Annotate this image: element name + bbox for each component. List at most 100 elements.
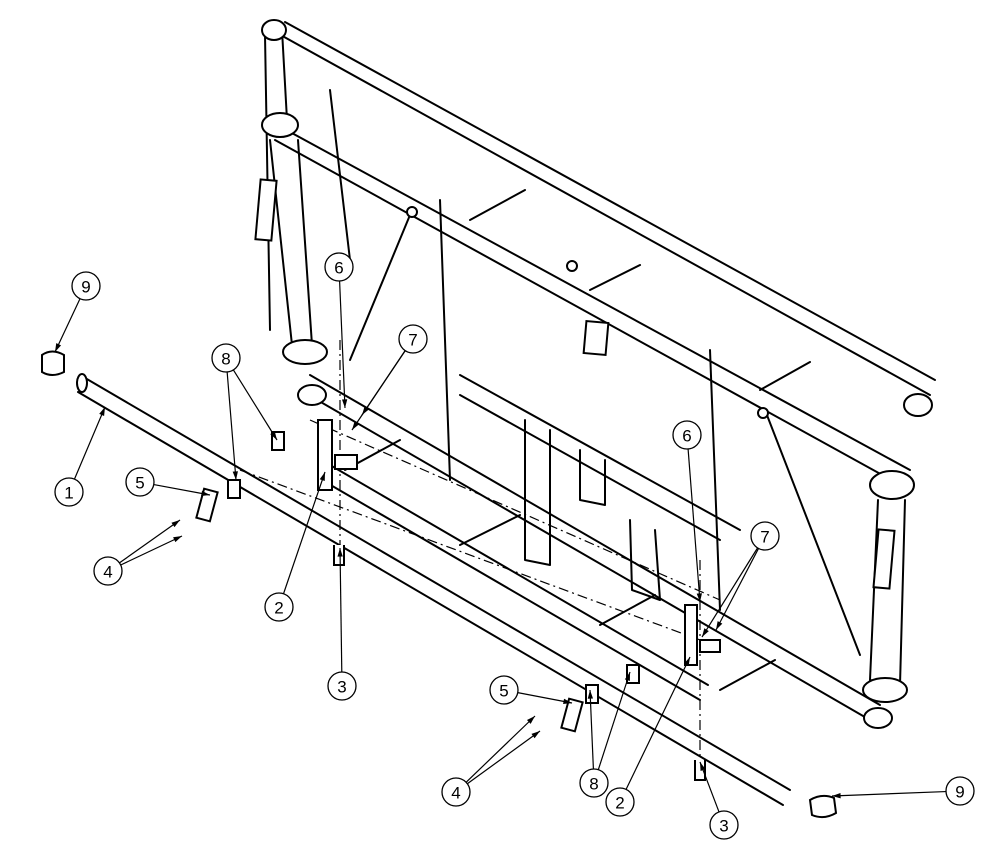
callout-label: 7 <box>760 528 769 547</box>
callout-label: 2 <box>274 599 283 618</box>
arrowhead-icon <box>683 657 690 666</box>
arrowhead-icon <box>55 343 62 352</box>
arrowhead-icon <box>696 593 702 602</box>
callout-5: 5 <box>489 675 519 705</box>
callout-label: 5 <box>499 682 508 701</box>
callout-label: 3 <box>337 678 346 697</box>
leader-line <box>153 483 211 496</box>
leader-line <box>232 369 278 441</box>
callout-circle <box>605 787 635 817</box>
callout-circle <box>672 420 702 450</box>
leader-line <box>831 790 947 797</box>
callout-circle <box>398 324 428 354</box>
callout-label: 4 <box>103 563 112 582</box>
leader-line <box>699 761 720 813</box>
leader-line <box>339 547 343 673</box>
leader-line <box>73 406 106 480</box>
brackets <box>195 419 721 781</box>
callout-circle <box>945 776 975 806</box>
leader-line <box>338 280 346 409</box>
callout-7: 7 <box>750 521 780 551</box>
leader-line <box>282 471 326 594</box>
callout-label: 8 <box>221 350 230 369</box>
leader-line <box>701 547 759 638</box>
callout-circle <box>750 521 780 551</box>
arrowhead-icon <box>232 471 238 480</box>
leader-line <box>465 715 536 783</box>
callout-label: 8 <box>589 775 598 794</box>
leader-line <box>625 656 691 790</box>
arrowhead-icon <box>832 793 841 799</box>
callout-4: 4 <box>441 777 471 807</box>
frame-assembly <box>254 19 936 729</box>
callout-label: 2 <box>615 794 624 813</box>
leader-line <box>687 448 701 603</box>
arrowhead-icon <box>352 421 359 430</box>
callout-9: 9 <box>71 271 101 301</box>
leader-line <box>597 671 631 770</box>
callout-circle <box>93 556 123 586</box>
callout-label: 6 <box>334 259 343 278</box>
leader-line <box>517 692 573 704</box>
callout-circle <box>54 477 84 507</box>
end-caps <box>41 350 838 819</box>
arrowhead-icon <box>624 672 630 681</box>
leader-line <box>466 730 541 785</box>
callout-label: 4 <box>451 784 460 803</box>
arrowhead-icon <box>341 399 348 408</box>
callout-7: 7 <box>398 324 428 354</box>
callout-3: 3 <box>709 810 739 840</box>
callout-circle <box>327 671 357 701</box>
callout-6: 6 <box>324 252 354 282</box>
arrowhead-icon <box>201 490 210 497</box>
callout-8: 8 <box>579 768 609 798</box>
arrowhead-icon <box>700 762 706 771</box>
callout-3: 3 <box>327 671 357 701</box>
callout-circle <box>579 768 609 798</box>
callout-2: 2 <box>264 592 294 622</box>
callout-5: 5 <box>125 467 155 497</box>
boom-tube <box>76 340 791 806</box>
arrowhead-icon <box>526 716 535 724</box>
leader-line <box>54 298 81 353</box>
leader-line <box>351 350 406 431</box>
callout-label: 9 <box>955 783 964 802</box>
callout-circle <box>264 592 294 622</box>
callout-circle <box>709 810 739 840</box>
callout-4: 4 <box>93 556 123 586</box>
arrowhead-icon <box>337 548 343 557</box>
arrowhead-icon <box>587 690 594 699</box>
callouts: 9 8 6 7 1 5 4 2 3 6 7 5 8 4 2 3 9 <box>54 252 975 840</box>
callout-circle <box>441 777 471 807</box>
arrowhead-icon <box>531 731 540 739</box>
leader-line <box>120 535 183 566</box>
arrowhead-icon <box>270 431 277 440</box>
callout-label: 5 <box>135 474 144 493</box>
callout-circle <box>211 343 241 373</box>
callout-8: 8 <box>211 343 241 373</box>
arrowhead-icon <box>99 407 105 416</box>
arrowhead-icon <box>702 628 709 637</box>
callout-label: 3 <box>719 817 728 836</box>
arrowhead-icon <box>173 536 182 543</box>
arrowhead-icon <box>319 472 325 481</box>
callout-label: 7 <box>408 331 417 350</box>
callout-label: 1 <box>64 484 73 503</box>
callout-label: 6 <box>682 427 691 446</box>
callout-circle <box>71 271 101 301</box>
callout-circle <box>324 252 354 282</box>
callout-6: 6 <box>672 420 702 450</box>
leader-line <box>226 371 237 481</box>
leader-line <box>589 689 594 770</box>
callout-1: 1 <box>54 477 84 507</box>
leader-lines <box>54 280 947 813</box>
callout-circle <box>125 467 155 497</box>
leader-line <box>119 519 181 564</box>
callout-9: 9 <box>945 776 975 806</box>
callout-circle <box>489 675 519 705</box>
callout-2: 2 <box>605 787 635 817</box>
arrowhead-icon <box>171 520 180 528</box>
arrowhead-icon <box>716 621 723 630</box>
